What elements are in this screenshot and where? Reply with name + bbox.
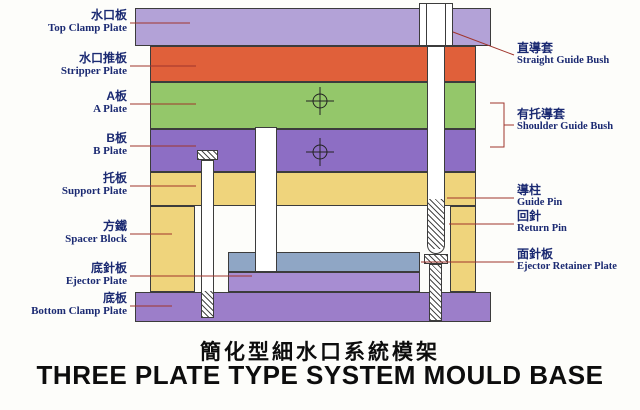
label-zh: 水口推板	[78, 51, 127, 65]
a-plate	[150, 82, 476, 129]
label-zh: 回針	[517, 209, 542, 223]
label-zh: 底板	[102, 291, 127, 305]
return-pin	[429, 264, 442, 321]
label-en: Spacer Block	[65, 233, 127, 246]
label-en: Ejector Plate	[65, 275, 127, 288]
label-en: Shoulder Guide Bush	[517, 121, 614, 133]
straight-guide-bush	[419, 3, 453, 46]
label-zh: 面針板	[517, 247, 554, 261]
label-en: Top Clamp Plate	[47, 22, 127, 35]
label-ejector-retainer-plate: 面針板 Ejector Retainer Plate	[517, 247, 617, 273]
label-shoulder-guide-bush: 有托導套 Shoulder Guide Bush	[517, 107, 614, 133]
label-a-plate: A板 A Plate	[93, 89, 127, 116]
ejector-plate	[228, 272, 420, 292]
label-zh: 水口板	[90, 8, 127, 22]
label-zh: 托板	[102, 171, 127, 185]
label-zh: 直導套	[517, 41, 554, 55]
label-top-clamp-plate: 水口板 Top Clamp Plate	[47, 8, 127, 35]
spacer-block-right	[450, 206, 476, 292]
label-zh: A板	[106, 89, 127, 103]
label-zh: 導柱	[517, 183, 542, 197]
center-mark-icon	[306, 138, 334, 166]
label-zh: B板	[106, 131, 127, 145]
label-bottom-clamp-plate: 底板 Bottom Clamp Plate	[31, 291, 127, 318]
label-en: A Plate	[93, 103, 127, 116]
label-b-plate: B板 B Plate	[93, 131, 127, 158]
left-pin	[201, 160, 214, 318]
label-en: B Plate	[93, 145, 127, 158]
label-en: Support Plate	[61, 185, 127, 198]
label-en: Straight Guide Bush	[517, 55, 610, 67]
label-stripper-plate: 水口推板 Stripper Plate	[60, 51, 127, 78]
label-support-plate: 托板 Support Plate	[61, 171, 127, 198]
label-en: Bottom Clamp Plate	[31, 305, 127, 318]
label-spacer-block: 方鐵 Spacer Block	[65, 219, 127, 246]
spacer-block-left	[150, 206, 195, 292]
return-pin-head	[424, 254, 448, 264]
label-return-pin: 回針 Return Pin	[517, 209, 567, 235]
guide-pin	[427, 46, 445, 254]
label-en: Return Pin	[517, 223, 567, 235]
label-en: Guide Pin	[517, 197, 563, 209]
label-guide-pin: 導柱 Guide Pin	[517, 183, 563, 209]
label-zh: 有托導套	[517, 107, 566, 121]
label-en: Ejector Retainer Plate	[517, 261, 617, 273]
page-title-english: THREE PLATE TYPE SYSTEM MOULD BASE	[36, 360, 604, 390]
label-en: Stripper Plate	[60, 65, 127, 78]
label-straight-guide-bush: 直導套 Straight Guide Bush	[517, 41, 610, 67]
page-title-chinese: 簡化型細水口系統模架	[200, 341, 440, 364]
center-mark-icon	[306, 87, 334, 115]
stripper-plate	[150, 46, 476, 82]
guide-bush-bore	[426, 3, 446, 46]
label-ejector-plate: 底針板 Ejector Plate	[65, 261, 127, 288]
label-zh: 底針板	[90, 261, 127, 275]
support-pillar	[255, 127, 277, 272]
label-zh: 方鐵	[102, 219, 127, 233]
left-pin-head	[197, 150, 218, 160]
